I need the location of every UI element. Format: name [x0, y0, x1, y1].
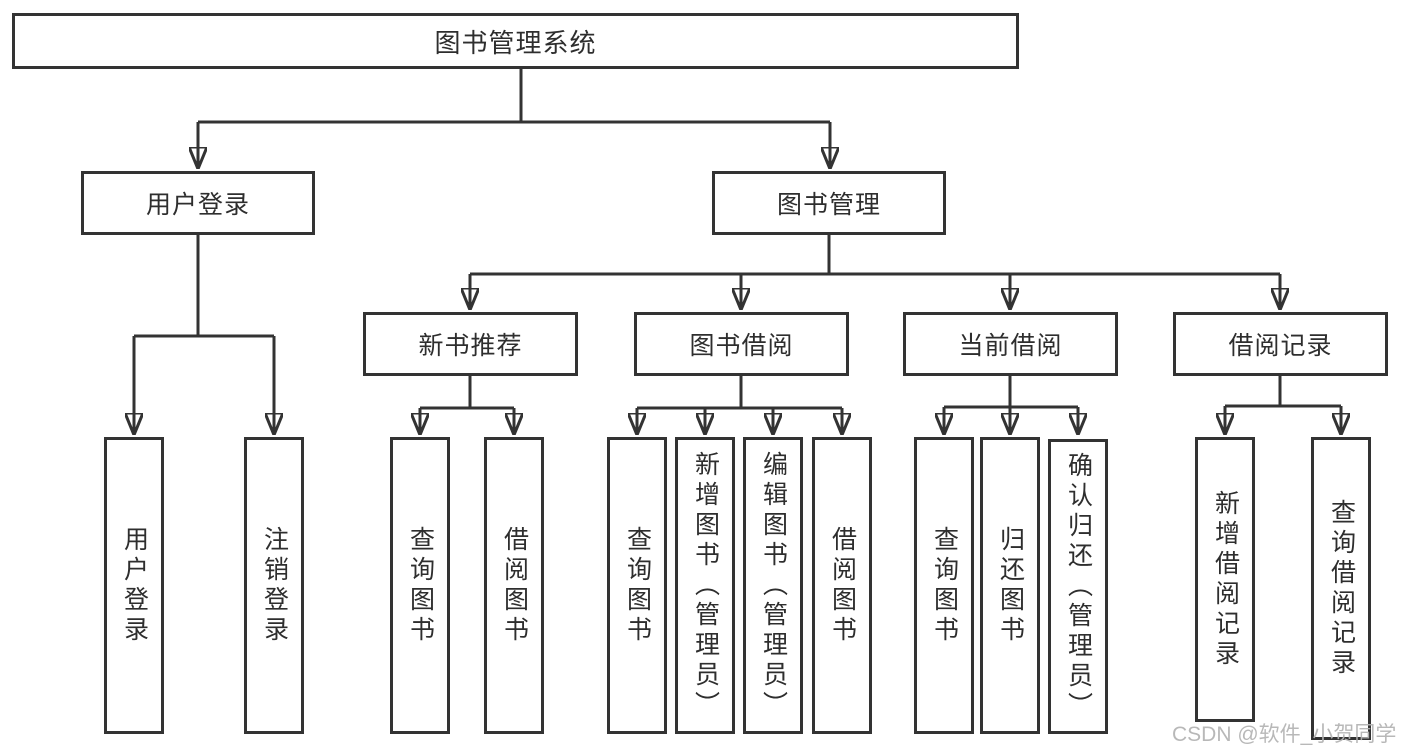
- csdn-watermark: CSDN @软件_小贺同学: [1172, 723, 1397, 746]
- node-user-login: 用户登录: [81, 171, 315, 235]
- node-leaf-nb-borrow-label: 借阅图书: [500, 525, 529, 646]
- node-root: 图书管理系统: [12, 13, 1019, 69]
- node-borrow-records-label: 借阅记录: [1228, 332, 1333, 360]
- node-current-borrow-label: 当前借阅: [958, 332, 1063, 360]
- node-leaf-br-add-label: 新增借阅记录: [1211, 489, 1240, 670]
- node-user-login-label: 用户登录: [145, 191, 250, 219]
- edge-root-bar: [198, 67, 830, 124]
- node-leaf-cb-return-label: 归还图书: [996, 525, 1025, 646]
- node-leaf-nb-query-label: 查询图书: [406, 525, 435, 646]
- node-leaf-cb-confirm: 确认归还（管理员）: [1048, 439, 1108, 734]
- node-leaf-bb-add-label: 新增图书（管理员）: [691, 450, 720, 721]
- node-leaf-cb-query-label: 查询图书: [930, 525, 959, 646]
- node-book-mgmt-label: 图书管理: [776, 191, 881, 219]
- node-leaf-bb-query: 查询图书: [607, 437, 667, 734]
- node-leaf-bb-borrow: 借阅图书: [812, 437, 872, 734]
- edge-book-mgmt-bar: [470, 234, 1280, 276]
- node-leaf-cb-return: 归还图书: [980, 437, 1040, 734]
- node-new-books-label: 新书推荐: [418, 332, 523, 360]
- edge-book-borrow-bar: [637, 376, 842, 410]
- node-book-mgmt: 图书管理: [712, 171, 946, 235]
- node-leaf-bb-add: 新增图书（管理员）: [675, 437, 735, 734]
- node-root-label: 图书管理系统: [434, 27, 597, 58]
- node-leaf-user-login: 用户登录: [104, 437, 164, 734]
- node-borrow-records: 借阅记录: [1173, 312, 1388, 376]
- node-leaf-cb-query: 查询图书: [914, 437, 974, 734]
- node-leaf-nb-query: 查询图书: [390, 437, 450, 734]
- edge-new-books-bar: [420, 376, 514, 410]
- node-leaf-bb-edit-label: 编辑图书（管理员）: [759, 450, 788, 721]
- node-leaf-bb-query-label: 查询图书: [623, 525, 652, 646]
- edge-current-borrow-bar: [944, 376, 1078, 409]
- edge-borrow-records-bar: [1225, 376, 1341, 408]
- node-leaf-nb-borrow: 借阅图书: [484, 437, 544, 734]
- node-book-borrow: 图书借阅: [634, 312, 849, 376]
- node-leaf-bb-borrow-label: 借阅图书: [828, 525, 857, 646]
- node-leaf-br-add: 新增借阅记录: [1195, 437, 1255, 722]
- node-new-books: 新书推荐: [363, 312, 578, 376]
- node-leaf-cb-confirm-label: 确认归还（管理员）: [1064, 451, 1093, 722]
- node-leaf-logout-label: 注销登录: [260, 525, 289, 646]
- node-leaf-bb-edit: 编辑图书（管理员）: [743, 437, 803, 734]
- node-leaf-user-login-label: 用户登录: [120, 525, 149, 646]
- node-book-borrow-label: 图书借阅: [689, 332, 794, 360]
- node-leaf-br-query: 查询借阅记录: [1311, 437, 1371, 740]
- node-leaf-br-query-label: 查询借阅记录: [1327, 498, 1356, 679]
- node-leaf-logout: 注销登录: [244, 437, 304, 734]
- edge-user-login-bar: [134, 234, 274, 338]
- node-current-borrow: 当前借阅: [903, 312, 1118, 376]
